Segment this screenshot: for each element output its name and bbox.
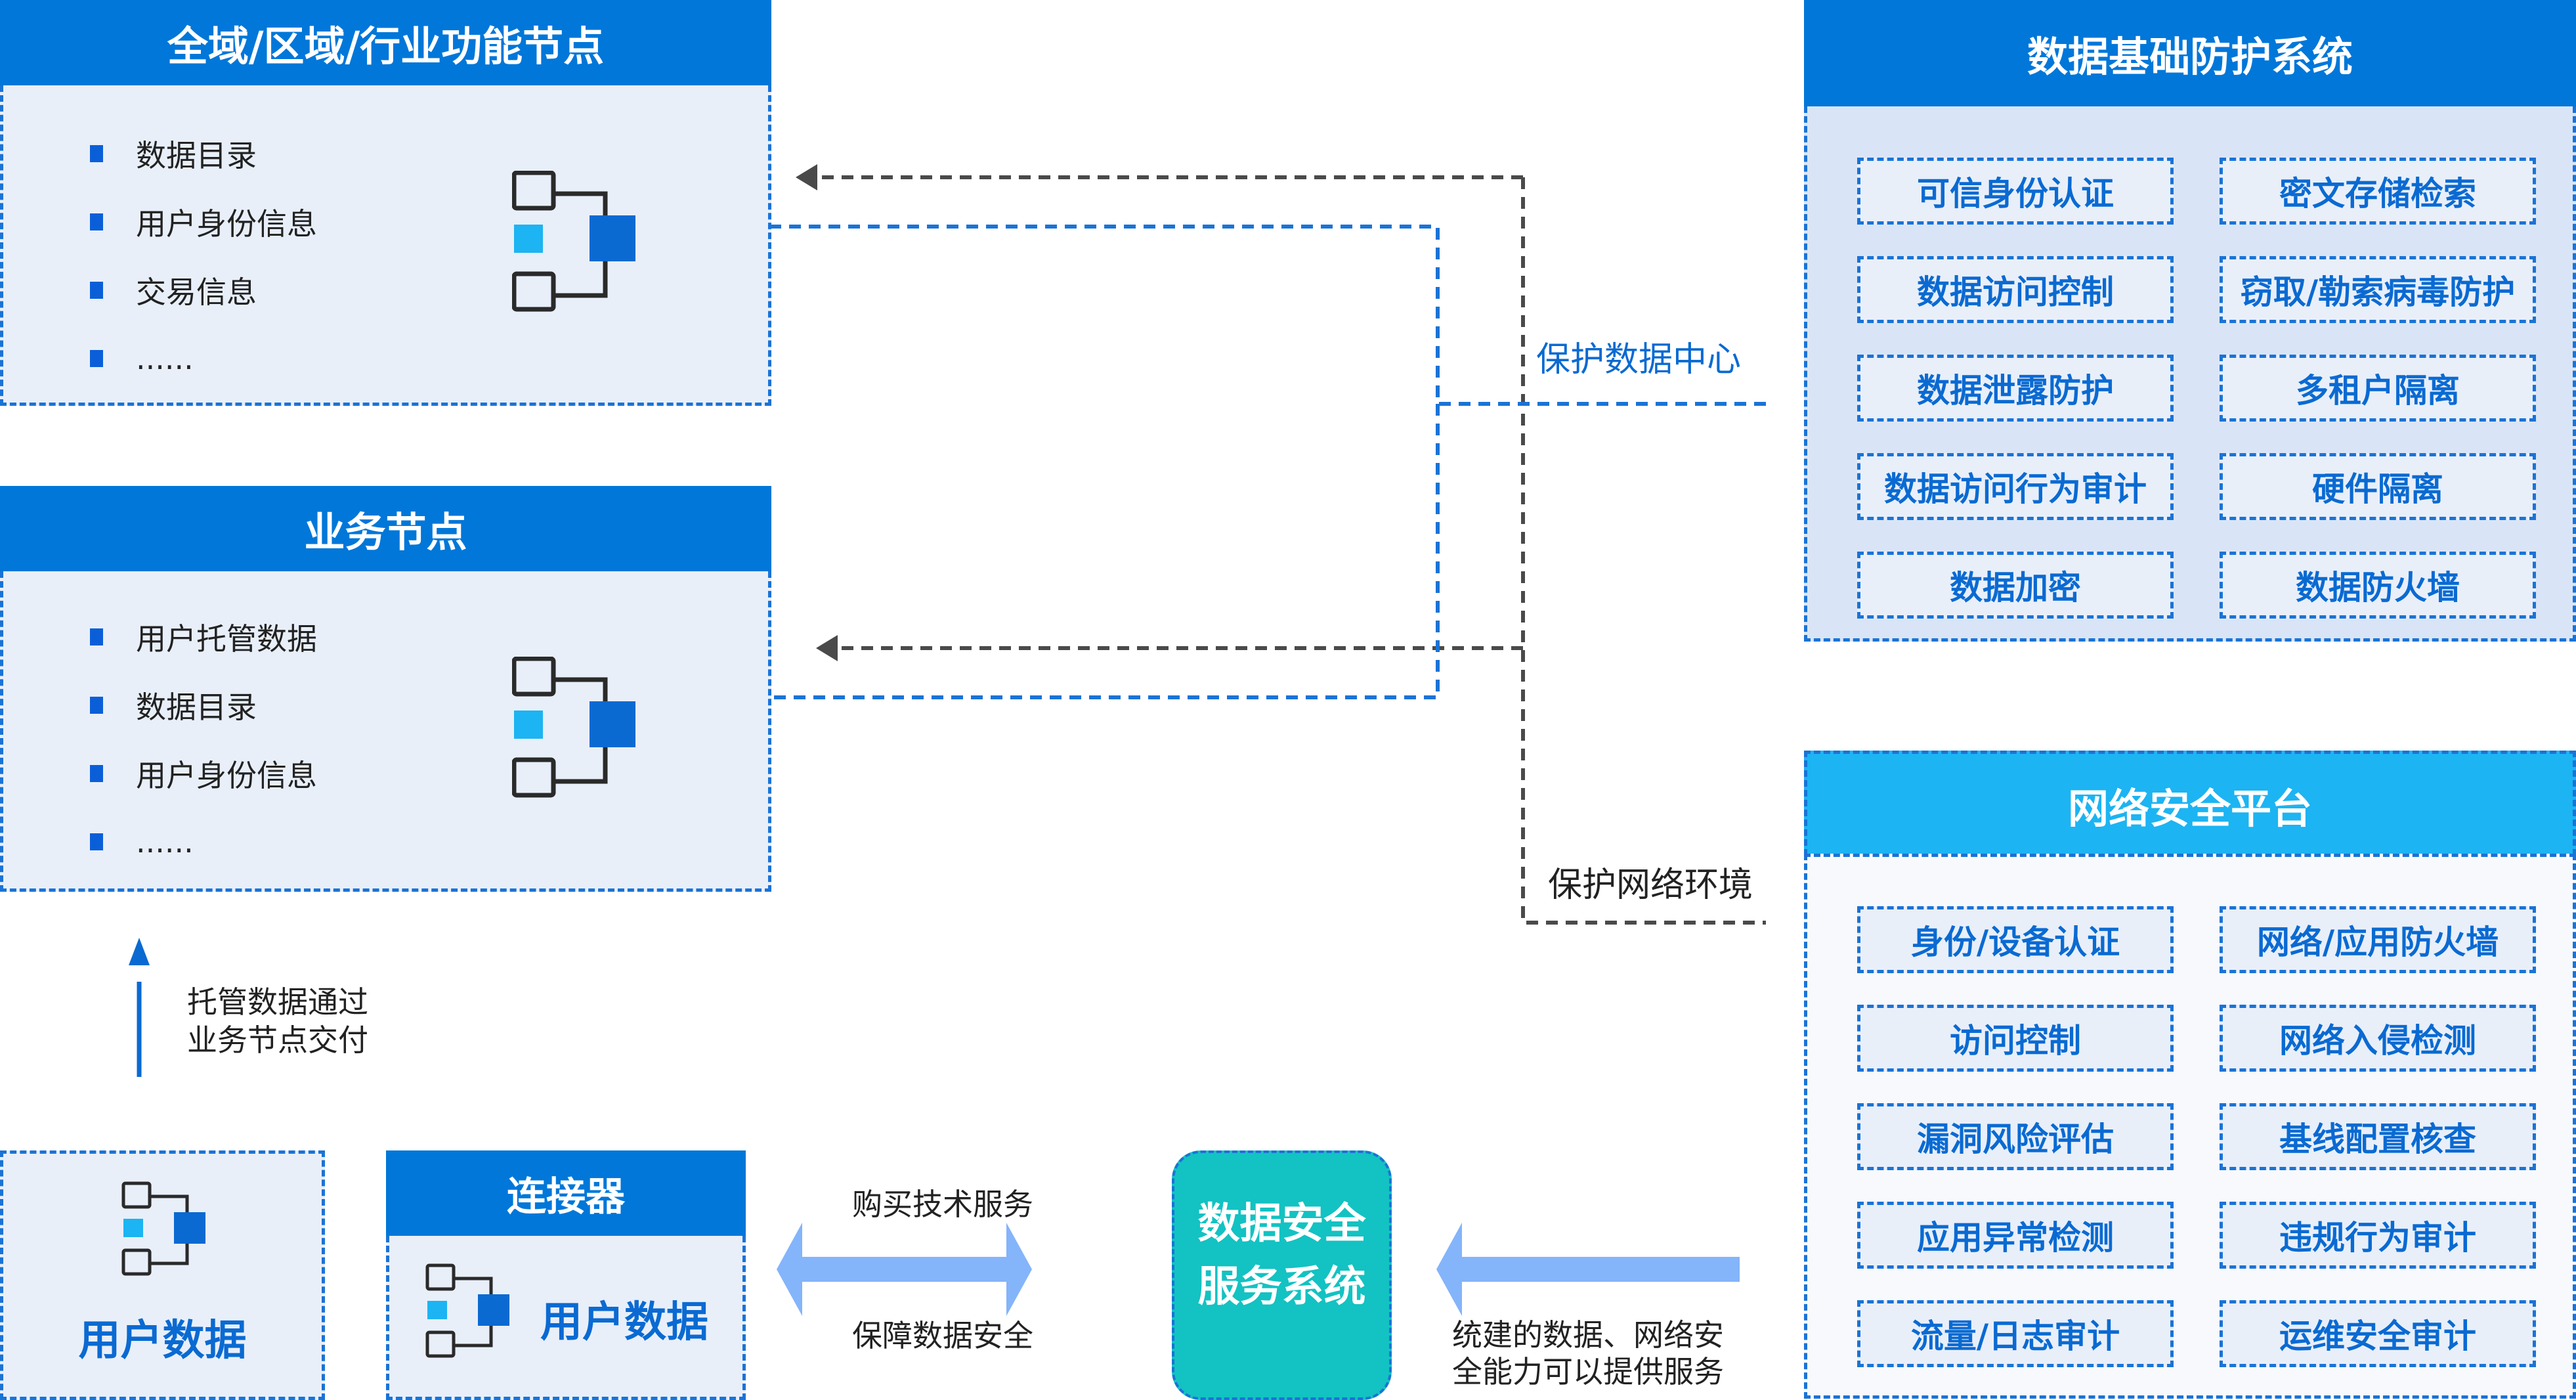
user-data-box: 用户数据 [0,1150,325,1400]
upload-note-line1: 托管数据通过 [187,984,368,1020]
node-tree-icon [512,171,635,312]
blue-link-mid [686,404,1440,699]
feature-item: 可信身份认证 [1857,158,2174,225]
list-item-text: 交易信息 [136,274,257,310]
protect-network-label: 保护网络环境 [1548,865,1753,905]
list-item: 用户托管数据 [90,603,317,671]
upload-note-line2: 业务节点交付 [187,1022,368,1058]
left-arrow [1436,1223,1740,1316]
gray-arrowhead-mid [816,635,838,661]
list-item: 数据目录 [90,120,317,188]
feature-item: 数据访问行为审计 [1857,453,2174,520]
data-protection-panel: 可信身份认证 密文存储检索 数据访问控制 窃取/勒索病毒防护 数据泄露防护 多租… [1804,106,2576,642]
bullet-icon [90,213,103,230]
central-system-line2: 服务系统 [1197,1263,1366,1311]
service-bottom-label: 保障数据安全 [852,1318,1033,1353]
connector-header: 连接器 [386,1150,746,1236]
right-note-line2: 全能力可以提供服务 [1452,1354,1724,1389]
feature-item: 身份/设备认证 [1857,906,2174,973]
user-data-label: 用户数据 [78,1317,247,1365]
gray-link-top [1521,177,1766,925]
service-top-label: 购买技术服务 [852,1187,1033,1222]
node-header-global: 全域/区域/行业功能节点 [0,0,771,85]
network-security-feature-grid: 身份/设备认证 网络/应用防火墙 访问控制 网络入侵检测 漏洞风险评估 基线配置… [1857,906,2536,1367]
node-global-item-list: 数据目录 用户身份信息 交易信息 ...... [90,120,317,393]
feature-item: 运维安全审计 [2220,1300,2536,1367]
bullet-icon [90,282,103,299]
node-business-item-list: 用户托管数据 数据目录 用户身份信息 ...... [90,603,317,876]
list-item: 交易信息 [90,256,317,324]
list-item-text: 用户托管数据 [136,621,317,657]
central-system-line1: 数据安全 [1197,1200,1366,1248]
list-item-text: 用户身份信息 [136,758,317,793]
list-item: 用户身份信息 [90,739,317,808]
bullet-icon [90,697,103,714]
list-item-text: ...... [136,341,194,376]
bullet-icon [90,833,103,850]
node-panel-business: 用户托管数据 数据目录 用户身份信息 ...... [0,571,771,892]
protect-datacenter-label: 保护数据中心 [1536,340,1742,380]
list-item-text: 数据目录 [136,689,257,725]
user-data-tree-icon [121,1181,205,1276]
right-note-line1: 统建的数据、网络安 [1452,1317,1724,1353]
feature-item: 数据加密 [1857,552,2174,619]
upload-arrowhead [129,938,150,965]
list-item: ...... [90,808,317,876]
list-item: 用户身份信息 [90,188,317,256]
bullet-icon [90,350,103,367]
node-panel-global: 数据目录 用户身份信息 交易信息 ...... [0,85,771,406]
feature-item: 基线配置核查 [2220,1103,2536,1170]
feature-item: 数据访问控制 [1857,256,2174,323]
upload-note: 托管数据通过 业务节点交付 [187,983,368,1059]
double-arrow [777,1223,1032,1316]
network-security-header: 网络安全平台 [1804,751,2576,856]
right-note: 统建的数据、网络安 全能力可以提供服务 [1452,1317,1724,1390]
gray-arrowhead-top [796,164,817,190]
node-tree-icon [512,657,635,798]
feature-item: 数据泄露防护 [1857,355,2174,422]
feature-item: 漏洞风险评估 [1857,1103,2174,1170]
list-item: 数据目录 [90,671,317,739]
list-item-text: 数据目录 [136,138,257,173]
feature-item: 网络/应用防火墙 [2220,906,2536,973]
list-item-text: 用户身份信息 [136,206,317,242]
bullet-icon [90,145,103,162]
bullet-icon [90,628,103,645]
list-item: ...... [90,324,317,393]
data-protection-header: 数据基础防护系统 [1804,0,2576,106]
data-protection-feature-grid: 可信身份认证 密文存储检索 数据访问控制 窃取/勒索病毒防护 数据泄露防护 多租… [1857,158,2536,619]
list-item-text: ...... [136,824,194,860]
feature-item: 密文存储检索 [2220,158,2536,225]
central-service-system: 数据安全 服务系统 [1172,1150,1392,1400]
feature-item: 窃取/勒索病毒防护 [2220,256,2536,323]
feature-item: 硬件隔离 [2220,453,2536,520]
network-security-panel: 身份/设备认证 网络/应用防火墙 访问控制 网络入侵检测 漏洞风险评估 基线配置… [1804,854,2576,1399]
connector-panel: 用户数据 [386,1236,746,1400]
node-header-business: 业务节点 [0,486,771,571]
feature-item: 违规行为审计 [2220,1202,2536,1269]
feature-item: 多租户隔离 [2220,355,2536,422]
feature-item: 应用异常检测 [1857,1202,2174,1269]
blue-link-top [696,225,1766,406]
feature-item: 访问控制 [1857,1005,2174,1072]
connector-label: 用户数据 [540,1298,708,1347]
connector-tree-icon [425,1263,509,1358]
feature-item: 流量/日志审计 [1857,1300,2174,1367]
feature-item: 网络入侵检测 [2220,1005,2536,1072]
feature-item: 数据防火墙 [2220,552,2536,619]
bullet-icon [90,765,103,782]
